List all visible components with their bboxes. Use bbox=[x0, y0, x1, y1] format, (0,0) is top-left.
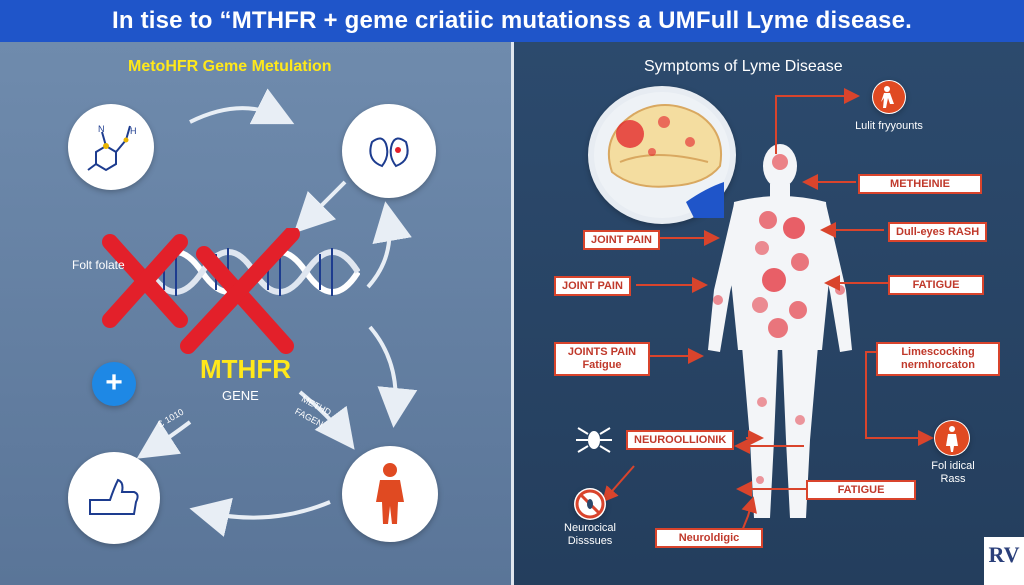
person-circle bbox=[342, 446, 438, 542]
mthfr-label: MTHFR bbox=[200, 354, 291, 384]
page-title: In tise to “MTHFR + geme criatiic mutati… bbox=[0, 0, 1024, 42]
bottom-right-caption: Fol idical Rass bbox=[931, 460, 975, 485]
thumbs-up-icon bbox=[89, 478, 139, 515]
neurologic-bottom-label: Neuroldigic bbox=[655, 528, 763, 548]
cross-mark-icons bbox=[102, 228, 300, 354]
left-heading: MetoHFR Geme Metulation bbox=[128, 58, 332, 75]
folate-label: Folt folate bbox=[72, 258, 125, 272]
neurocical-caption: Neurocical Disssues bbox=[564, 522, 616, 547]
organ-icon bbox=[369, 137, 409, 168]
gene-label: GENE bbox=[222, 388, 259, 403]
joints-fatigue-label: JOINTS PAIN Fatigue bbox=[554, 342, 650, 376]
methein-label: METHEINIE bbox=[858, 174, 982, 194]
divider bbox=[511, 42, 514, 585]
cycle-arrows bbox=[136, 88, 418, 537]
fatigue-bottom-label: FATIGUE bbox=[806, 480, 916, 500]
joint-pain-label-2: JOINT PAIN bbox=[554, 276, 631, 296]
human-body-figure bbox=[708, 144, 852, 518]
brain-bubble bbox=[588, 86, 736, 224]
brain-icon bbox=[607, 104, 724, 218]
organ-circle bbox=[342, 104, 436, 198]
plus-icon: + bbox=[105, 366, 123, 399]
svg-text:H: H bbox=[130, 126, 137, 136]
no-tick-icon bbox=[574, 488, 606, 520]
fatigue-label: FATIGUE bbox=[888, 275, 984, 295]
limescocking-label: Limescocking nermhorcaton bbox=[876, 342, 1000, 376]
hand-circle bbox=[68, 452, 160, 544]
rash-person-icon bbox=[935, 421, 969, 455]
pain-person-icon-circle bbox=[872, 80, 906, 114]
molecule-icon: N H bbox=[87, 124, 137, 172]
tick-icon bbox=[576, 427, 612, 453]
rash-person-icon-circle bbox=[934, 420, 970, 456]
rash-label: Dull-eyes RASH bbox=[888, 222, 988, 242]
top-right-caption: Lulit fryyounts bbox=[855, 120, 923, 132]
svg-text:N: N bbox=[98, 124, 105, 134]
right-heading: Symptoms of Lyme Disease bbox=[644, 58, 843, 75]
neurological-label: NEUROOLLIONIK bbox=[626, 430, 735, 450]
plus-circle: + bbox=[92, 362, 136, 406]
logo-text: RV bbox=[988, 542, 1020, 567]
brand-logo: RV bbox=[984, 537, 1024, 585]
molecule-circle: N H bbox=[68, 104, 154, 190]
person-icon bbox=[376, 463, 404, 524]
joint-pain-label: JOINT PAIN bbox=[583, 230, 660, 250]
pain-person-icon bbox=[873, 81, 905, 113]
